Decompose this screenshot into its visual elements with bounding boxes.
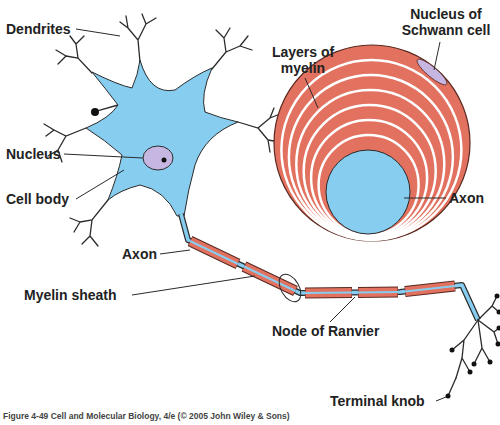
terminal-knobs — [446, 294, 500, 399]
part-label: Terminal knob — [330, 393, 440, 409]
part-label: Axon — [122, 246, 172, 262]
part-label: Layers of myelin — [258, 44, 348, 76]
leader-lines — [64, 29, 446, 401]
part-label: Myelin sheath — [24, 287, 144, 303]
part-label: Nucleus of Schwann cell — [395, 6, 497, 38]
cell-body — [86, 60, 238, 216]
schwann-nucleus — [414, 56, 450, 88]
part-label: Nucleus — [6, 146, 86, 162]
part-label: Node of Ranvier — [272, 323, 402, 339]
myelin-segments — [190, 241, 455, 293]
section-marker — [275, 271, 306, 306]
dendrite-branches — [44, 14, 280, 246]
terminal-branches — [448, 296, 499, 396]
part-label: Dendrites — [6, 21, 96, 37]
nucleolus — [162, 158, 167, 163]
part-label: Cell body — [6, 191, 86, 207]
axon-cross-section — [326, 150, 410, 234]
cell-nucleus — [143, 146, 173, 170]
myelin-layers — [281, 60, 461, 240]
synapse-knob — [91, 108, 99, 116]
part-label: Axon — [449, 190, 499, 206]
figure-caption: Figure 4-49 Cell and Molecular Biology, … — [3, 411, 290, 421]
